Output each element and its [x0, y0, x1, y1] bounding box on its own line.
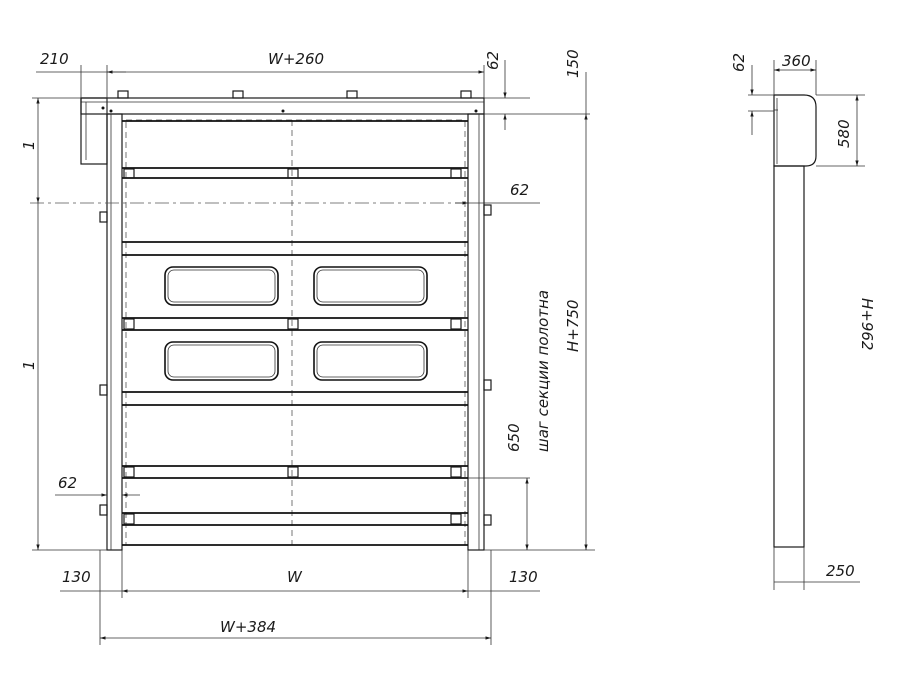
dim-w-plus-384: W+384 [220, 618, 276, 636]
rail-clips [99, 204, 492, 526]
front-view: 210 W+260 62 150 62 62 650 шаг секции по… [20, 49, 595, 645]
top-brackets [117, 90, 472, 99]
side-dim-580: 580 [835, 119, 853, 148]
side-dim-250: 250 [826, 562, 855, 580]
header-dots [101, 106, 478, 113]
dim-650: 650 [505, 423, 523, 452]
section-step-label: шаг секции полотна [534, 290, 552, 452]
curtain-windows [164, 266, 428, 381]
dim-62-right: 62 [510, 181, 529, 199]
dim-130-left: 130 [62, 568, 91, 586]
side-dim-h-plus-962: H+962 [858, 298, 876, 350]
dim-130-right: 130 [509, 568, 538, 586]
left-dim-upper: 1 [20, 140, 38, 150]
side-guide-rails [106, 113, 485, 551]
side-housing [773, 94, 817, 167]
dim-62-top: 62 [484, 51, 502, 70]
side-dim-62: 62 [730, 53, 748, 72]
dim-w-plus-260: W+260 [268, 50, 324, 68]
hinge-blocks [123, 168, 462, 525]
side-dim-360: 360 [782, 52, 811, 70]
curtain-dashed-outline [125, 119, 466, 546]
dim-210: 210 [40, 50, 69, 68]
left-dim-lower: 1 [20, 360, 38, 370]
section-slats [122, 120, 468, 546]
side-guide-rail [773, 165, 805, 548]
side-view: 62 360 580 H+962 250 [730, 52, 876, 590]
dim-150: 150 [564, 49, 582, 78]
dim-h-plus-750: H+750 [564, 300, 582, 352]
dim-w: W [287, 568, 303, 586]
dim-62-left: 62 [58, 474, 77, 492]
